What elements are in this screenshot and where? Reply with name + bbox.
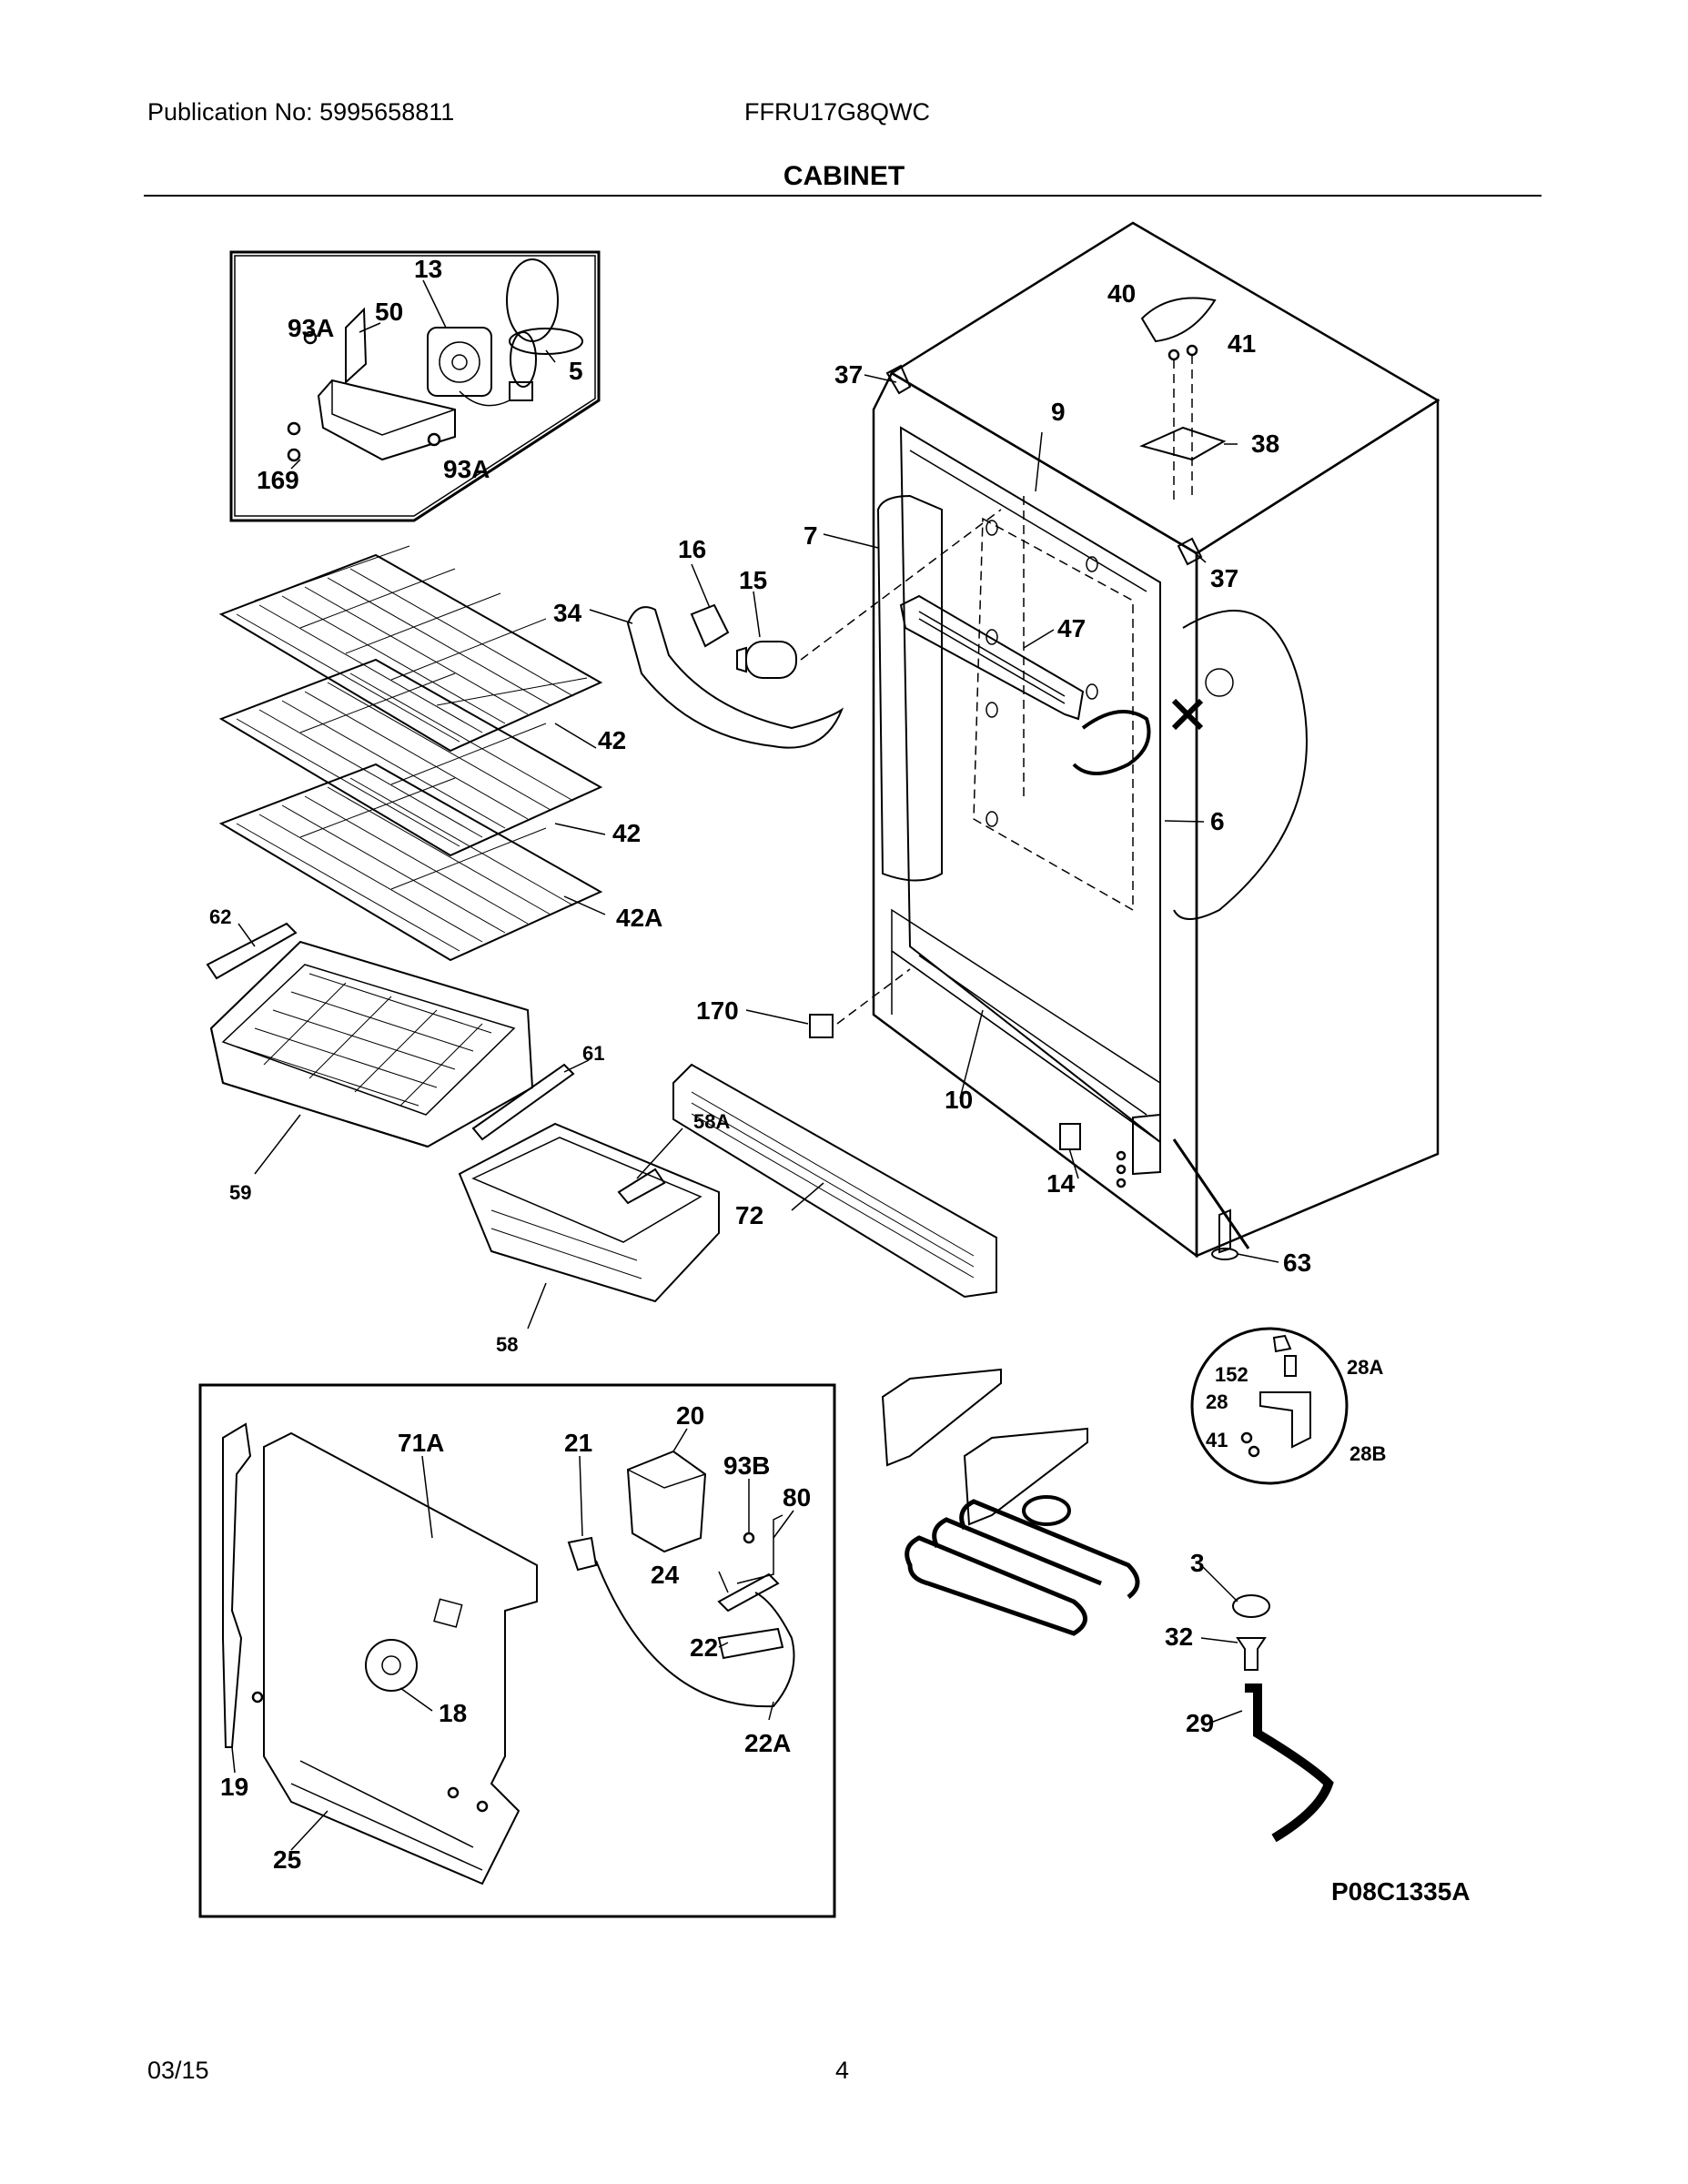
part-label: 80 <box>783 1483 811 1512</box>
part-label: 28B <box>1349 1442 1386 1465</box>
part-label: 169 <box>257 466 299 494</box>
part-label: 9 <box>1051 398 1066 426</box>
part-label: 37 <box>1210 564 1238 592</box>
part-label: 14 <box>1046 1169 1076 1198</box>
part-label: 93A <box>443 455 490 483</box>
part-label: 16 <box>678 535 706 563</box>
part-label: 38 <box>1251 430 1279 458</box>
part-label: 93A <box>288 314 334 342</box>
part-label: 19 <box>220 1773 248 1801</box>
diagram-code: P08C1335A <box>1331 1877 1471 1906</box>
part-label: 6 <box>1210 807 1225 835</box>
part-label: 21 <box>564 1429 592 1457</box>
part-label: 42 <box>598 726 626 754</box>
baskets <box>206 922 997 1330</box>
drain-tube <box>1200 1564 1334 1843</box>
part-label: 40 <box>1107 279 1136 308</box>
hinge-detail <box>1190 1327 1349 1485</box>
part-label: 18 <box>439 1699 467 1727</box>
part-label: 58 <box>496 1333 518 1356</box>
part-label: 61 <box>582 1042 604 1065</box>
footer-date: 03/15 <box>147 2057 209 2084</box>
publication-number: Publication No: 5995658811 <box>147 98 455 126</box>
part-label: 28A <box>1347 1356 1383 1379</box>
section-title: CABINET <box>783 161 905 191</box>
part-label: 24 <box>651 1561 680 1589</box>
part-label: 10 <box>945 1086 973 1114</box>
wire-shelves <box>218 545 606 962</box>
fan-motor-inset <box>229 250 601 522</box>
part-label: 93B <box>723 1451 770 1480</box>
part-label: 29 <box>1186 1709 1214 1737</box>
part-label: 5 <box>569 357 583 385</box>
evaporator-cover-inset <box>198 1383 836 1918</box>
part-label: 42A <box>616 904 662 932</box>
light-assembly <box>589 509 1002 749</box>
part-label: 41 <box>1228 329 1256 358</box>
part-label: 71A <box>398 1429 444 1457</box>
cabinet-body <box>823 221 1440 1263</box>
part-label: 63 <box>1283 1249 1311 1277</box>
part-label: 25 <box>273 1845 301 1874</box>
part-label: 37 <box>834 360 863 389</box>
part-label: 62 <box>209 905 231 928</box>
header-divider <box>144 195 1541 197</box>
footer-page-number: 4 <box>835 2057 850 2084</box>
part-label: 28 <box>1206 1390 1228 1413</box>
part-label: 170 <box>696 996 739 1025</box>
part-label: 50 <box>375 298 403 326</box>
part-label: 34 <box>553 599 582 627</box>
part-label: 72 <box>735 1201 763 1229</box>
part-label: 7 <box>804 521 818 550</box>
drain-heater <box>881 1368 1140 1636</box>
part-label: 42 <box>612 819 641 847</box>
part-label: 32 <box>1165 1623 1193 1651</box>
part-label: 59 <box>229 1181 251 1204</box>
part-label: 20 <box>676 1401 704 1430</box>
part-label: 47 <box>1057 614 1086 642</box>
part-label: 3 <box>1190 1549 1205 1577</box>
model-number: FFRU17G8QWC <box>744 98 931 126</box>
part-label: 152 <box>1215 1363 1248 1386</box>
part-label: 41 <box>1206 1429 1228 1451</box>
part-label: 22 <box>690 1633 718 1662</box>
part-label: 13 <box>414 255 442 283</box>
part-label: 15 <box>739 566 767 594</box>
part-label: 58A <box>693 1110 730 1133</box>
part-label: 22A <box>744 1729 791 1757</box>
part-labels: 13 50 93A 5 169 93A 40 41 37 38 9 7 37 1… <box>209 255 1471 1906</box>
